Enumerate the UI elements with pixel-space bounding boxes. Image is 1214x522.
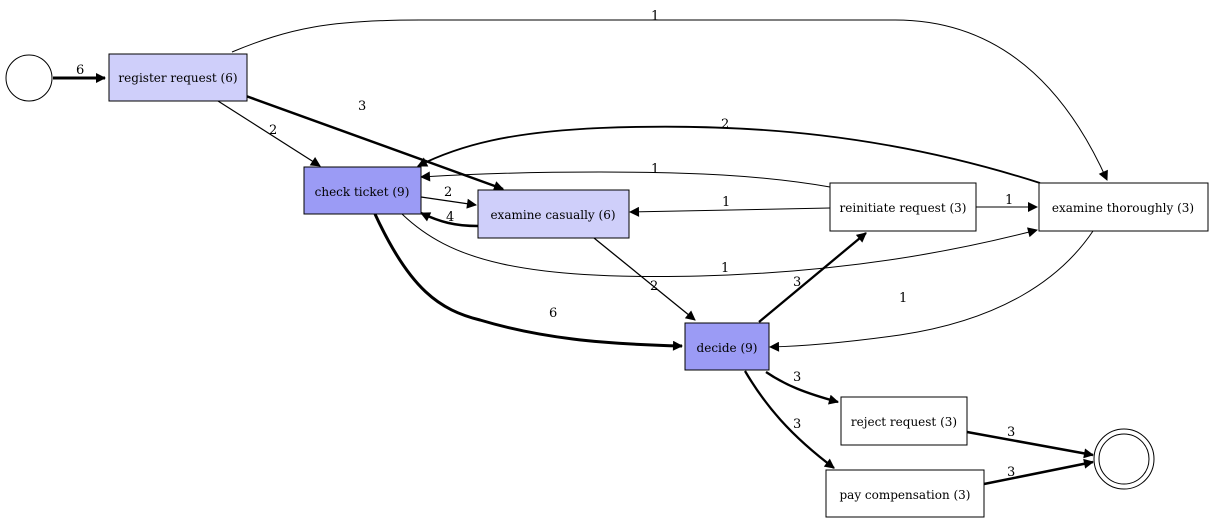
svg-text:examine thoroughly (3): examine thoroughly (3) (1052, 201, 1194, 215)
svg-text:1: 1 (721, 261, 729, 276)
svg-text:reject request (3): reject request (3) (851, 415, 957, 429)
edge-reinitiate-examine-thoroughly: 1 (976, 193, 1038, 212)
svg-text:4: 4 (446, 210, 454, 225)
svg-text:reinitiate request (3): reinitiate request (3) (840, 201, 967, 215)
svg-text:examine casually (6): examine casually (6) (490, 208, 615, 222)
svg-text:1: 1 (899, 291, 907, 306)
svg-text:2: 2 (269, 123, 277, 138)
svg-text:3: 3 (793, 417, 801, 432)
edge-examine-casually-check: 4 (420, 210, 479, 228)
svg-text:1: 1 (651, 162, 659, 177)
node-register-request[interactable]: register request (6) (108, 53, 248, 102)
svg-text:6: 6 (76, 63, 84, 78)
svg-text:6: 6 (549, 306, 557, 321)
node-pay-compensation[interactable]: pay compensation (3) (825, 469, 985, 518)
edge-register-check-ticket: 2 (217, 100, 321, 167)
edge-reinitiate-examine-casually: 1 (629, 195, 831, 217)
edge-register-examine-thoroughly: 1 (231, 9, 1108, 181)
edge-decide-pay: 3 (744, 370, 835, 469)
edge-reject-end: 3 (966, 425, 1094, 459)
edge-check-examine-casually: 2 (420, 185, 477, 209)
svg-text:1: 1 (722, 195, 730, 210)
edge-pay-end: 3 (983, 458, 1094, 486)
edge-thoroughly-check: 2 (417, 117, 1041, 184)
svg-text:pay compensation (3): pay compensation (3) (839, 488, 970, 502)
node-examine-thoroughly[interactable]: examine thoroughly (3) (1038, 182, 1209, 232)
edge-reinitiate-check: 1 (420, 162, 831, 188)
edge-decide-reject: 3 (765, 370, 839, 405)
node-reject-request[interactable]: reject request (3) (840, 396, 968, 446)
svg-text:2: 2 (650, 279, 658, 294)
node-check-ticket[interactable]: check ticket (9) (303, 166, 422, 215)
svg-text:2: 2 (721, 117, 729, 132)
svg-text:3: 3 (358, 99, 366, 114)
svg-text:1: 1 (651, 9, 659, 24)
svg-text:3: 3 (793, 370, 801, 385)
edge-check-examine-thoroughly: 1 (401, 213, 1038, 277)
edge-examine-casually-decide: 2 (593, 237, 696, 321)
start-event[interactable] (5, 54, 53, 102)
edge-examine-thoroughly-decide: 1 (769, 230, 1094, 352)
svg-text:check ticket (9): check ticket (9) (315, 185, 410, 199)
node-examine-casually[interactable]: examine casually (6) (477, 189, 630, 239)
svg-text:1: 1 (1005, 193, 1013, 208)
svg-text:2: 2 (444, 185, 452, 200)
svg-text:3: 3 (1007, 465, 1015, 480)
node-decide[interactable]: decide (9) (684, 322, 770, 371)
svg-text:decide (9): decide (9) (697, 341, 758, 355)
edge-register-examine-casually: 3 (245, 94, 504, 191)
edge-decide-reinitiate: 3 (758, 232, 867, 323)
svg-text:3: 3 (1007, 425, 1015, 440)
edge-check-decide: 6 (373, 213, 683, 351)
end-event[interactable] (1093, 428, 1155, 490)
svg-text:register request (6): register request (6) (118, 71, 237, 85)
svg-text:3: 3 (793, 275, 801, 290)
edge-start-register: 6 (53, 63, 106, 83)
node-reinitiate-request[interactable]: reinitiate request (3) (829, 182, 977, 232)
